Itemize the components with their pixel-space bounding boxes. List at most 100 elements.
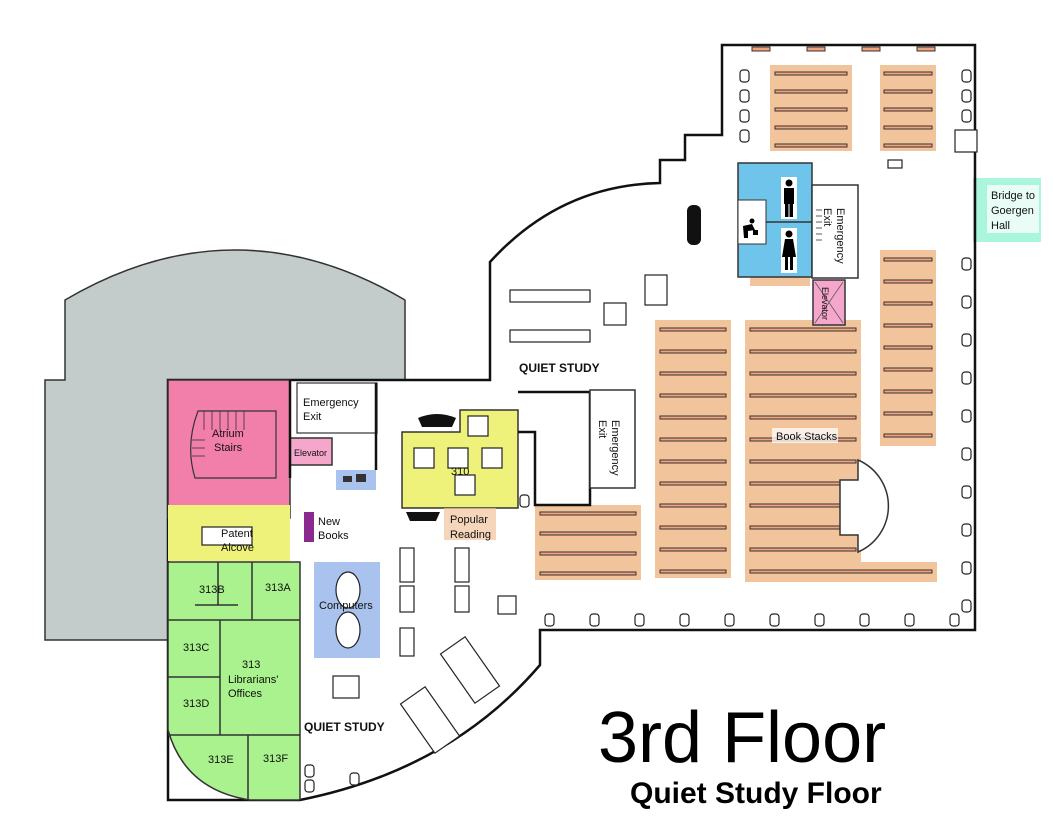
adjacent-building bbox=[44, 249, 406, 641]
elevator-right-label: Elevator bbox=[820, 287, 830, 320]
seat bbox=[961, 561, 972, 575]
shelf bbox=[749, 393, 857, 398]
shelf bbox=[659, 371, 727, 376]
seat bbox=[904, 613, 915, 627]
quiet-study-label-bottom: QUIET STUDY bbox=[304, 720, 385, 734]
emergency-exit-left-label: Emergency bbox=[303, 397, 359, 409]
seat bbox=[961, 109, 972, 123]
floor-subtitle: Quiet Study Floor bbox=[630, 777, 882, 810]
shelf bbox=[774, 143, 848, 148]
emergency-exit-middle-label-2: Exit bbox=[596, 420, 608, 438]
room-313b-label: 313B bbox=[199, 584, 225, 596]
emergency-exit-right-label: Emergency bbox=[834, 208, 846, 264]
seat bbox=[859, 613, 870, 627]
shelf bbox=[883, 433, 933, 438]
atrium-stairs-label-2: Stairs bbox=[214, 442, 243, 454]
shelf bbox=[539, 571, 637, 576]
seat bbox=[961, 523, 972, 537]
shelf bbox=[883, 125, 933, 130]
semicircle-seating bbox=[839, 458, 890, 554]
librarians-offices-label: 313 bbox=[242, 659, 260, 671]
patent-alcove-label: Patent bbox=[221, 528, 253, 540]
seat bbox=[961, 333, 972, 347]
stairs-icon bbox=[816, 209, 822, 241]
shelf bbox=[883, 345, 933, 350]
shelf bbox=[749, 547, 857, 552]
shelf bbox=[539, 511, 637, 516]
shelf bbox=[539, 551, 637, 556]
seat bbox=[739, 129, 750, 143]
emergency-exit-right bbox=[811, 184, 859, 279]
seat bbox=[634, 613, 645, 627]
map-labels: Atrium Stairs Emergency Exit Elevator Pa… bbox=[183, 185, 1039, 766]
atrium-stairs-label: Atrium bbox=[212, 428, 244, 440]
seat bbox=[724, 613, 735, 627]
bridge-label: Bridge to bbox=[991, 190, 1035, 202]
shelf bbox=[883, 143, 933, 148]
restroom-women-icon bbox=[781, 228, 797, 273]
shelf bbox=[659, 481, 727, 486]
shelf bbox=[774, 89, 848, 94]
seat bbox=[739, 89, 750, 103]
seat bbox=[961, 599, 972, 613]
shelf bbox=[883, 107, 933, 112]
seat bbox=[961, 89, 972, 103]
seat bbox=[589, 613, 600, 627]
restroom-men-icon bbox=[781, 177, 797, 219]
shelf bbox=[751, 46, 771, 52]
seat bbox=[961, 371, 972, 385]
shelf bbox=[749, 459, 857, 464]
elevator-left-label: Elevator bbox=[294, 448, 327, 458]
shelf bbox=[659, 393, 727, 398]
seat bbox=[949, 613, 960, 627]
seat bbox=[349, 772, 360, 786]
shelf bbox=[659, 437, 727, 442]
shelf bbox=[659, 349, 727, 354]
book-stacks-label: Book Stacks bbox=[776, 431, 838, 443]
atrium-stairs-area bbox=[167, 379, 291, 519]
quiet-study-label-top: QUIET STUDY bbox=[519, 361, 600, 375]
room-313d-label: 313D bbox=[183, 698, 209, 710]
shelf bbox=[883, 389, 933, 394]
emergency-exit-left-label-2: Exit bbox=[303, 411, 321, 423]
seat bbox=[739, 109, 750, 123]
shelf bbox=[883, 367, 933, 372]
room-313c-label: 313C bbox=[183, 642, 209, 654]
seat bbox=[961, 295, 972, 309]
shelf bbox=[916, 46, 936, 52]
bridge-label-3: Hall bbox=[991, 220, 1010, 232]
shelf bbox=[806, 46, 826, 52]
shelf bbox=[883, 279, 933, 284]
shelf bbox=[883, 301, 933, 306]
seat bbox=[739, 69, 750, 83]
shelf bbox=[659, 569, 727, 574]
popular-reading-label-2: Reading bbox=[450, 529, 491, 541]
seat bbox=[814, 613, 825, 627]
seat bbox=[961, 69, 972, 83]
seat bbox=[544, 613, 555, 627]
seat bbox=[961, 447, 972, 461]
new-books-label: New bbox=[318, 516, 340, 528]
water-fountain-icon bbox=[741, 216, 759, 240]
shelf bbox=[659, 525, 727, 530]
librarians-offices-label-3: Offices bbox=[228, 688, 263, 700]
new-books-label-2: Books bbox=[318, 530, 349, 542]
shelf bbox=[659, 459, 727, 464]
shelf bbox=[749, 349, 857, 354]
popular-reading-area bbox=[444, 508, 496, 540]
patent-alcove-label-2: Alcove bbox=[221, 542, 254, 554]
new-books-shelf bbox=[304, 512, 314, 542]
shelf bbox=[659, 415, 727, 420]
shelf bbox=[749, 569, 933, 574]
shelf bbox=[749, 327, 857, 332]
seat bbox=[769, 613, 780, 627]
room-313e-label: 313E bbox=[208, 754, 234, 766]
shelf bbox=[774, 71, 848, 76]
shelf bbox=[883, 71, 933, 76]
emergency-exit-right-label-2: Exit bbox=[821, 208, 833, 226]
seat bbox=[961, 485, 972, 499]
shelf bbox=[883, 257, 933, 262]
shelf bbox=[539, 531, 637, 536]
room-310-label: 310 bbox=[451, 466, 469, 478]
